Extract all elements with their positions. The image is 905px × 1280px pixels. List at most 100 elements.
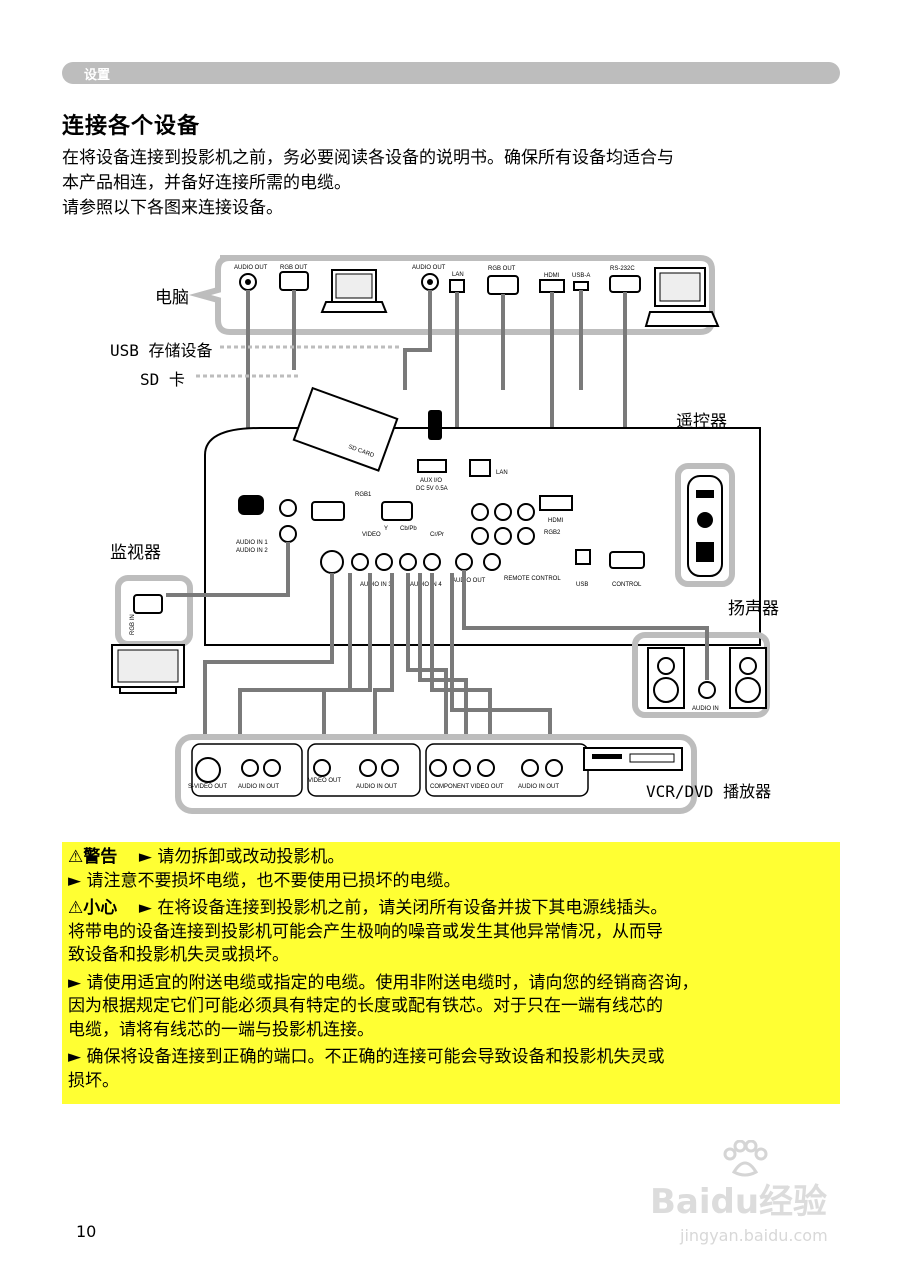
caution-text: ► 在将设备连接到投影机之前，请关闭所有设备并拔下其电源线插头。	[138, 898, 668, 918]
port-label: AUDIO OUT	[412, 265, 446, 271]
connection-diagram: AUDIO OUT RGB OUT AUDIO OUT LAN RGB OUT …	[100, 250, 860, 820]
cables-output	[166, 542, 709, 737]
port-label: VIDEO OUT	[308, 778, 341, 784]
port-label: AUDIO IN	[692, 706, 719, 712]
port-control	[609, 551, 645, 569]
warning-line: ⚠警告 ► 请勿拆卸或改动投影机。	[68, 846, 834, 870]
port-label: RGB2	[544, 530, 561, 536]
caution-title: ⚠小心	[68, 898, 118, 918]
intro-line: 在将设备连接到投影机之前，务必要阅读各设备的说明书。确保所有设备均适合与	[62, 148, 674, 168]
port-label: USB-A	[572, 273, 590, 279]
port-label: AUDIO OUT	[234, 265, 268, 271]
port-rgb1	[311, 501, 345, 521]
dashed-leaders	[196, 345, 400, 378]
page-number: 10	[76, 1222, 97, 1241]
computer-port-usb-a	[573, 281, 589, 291]
computer-port-audio-out-2	[421, 273, 439, 291]
caution-line: ► 确保将设备连接到正确的端口。不正确的连接可能会导致设备和投影机失灵或	[68, 1047, 665, 1067]
port-usb-projector	[575, 549, 591, 565]
watermark-logo: Baidu经验	[650, 1182, 828, 1222]
label-monitor: 监视器	[110, 543, 161, 563]
caution-line: 损坏。	[68, 1070, 119, 1091]
port-label: HDMI	[548, 518, 564, 524]
port-label: AUDIO IN 4	[410, 582, 442, 588]
speaker-icon	[647, 647, 767, 709]
watermark-url: jingyan.baidu.com	[680, 1226, 828, 1245]
computer-port-audio-out-1	[239, 273, 257, 291]
port-label: AUDIO OUT	[452, 578, 486, 584]
port-label: S-VIDEO OUT	[188, 784, 227, 790]
port-label: RGB1	[355, 492, 372, 498]
label-remote: 遥控器	[676, 412, 727, 432]
section-label: 设置	[84, 68, 111, 83]
intro-line: 本产品相连，并备好连接所需的电缆。	[62, 173, 351, 193]
port-label: Cr/Pr	[430, 532, 444, 538]
port-label: RS-232C	[610, 266, 635, 272]
port-rgb-in	[133, 594, 163, 614]
computer-group-outline	[188, 255, 715, 335]
computer-port-rs232c	[609, 275, 641, 293]
caution-line: 因为根据规定它们可能必须具有特定的长度或配有铁芯。对于只在一端有线芯的	[68, 996, 663, 1016]
port-label: AUDIO IN OUT	[518, 784, 559, 790]
port-aux-io	[417, 459, 447, 473]
port-label: USB	[576, 582, 588, 588]
port-label: DC 5V 0.5A	[416, 486, 448, 492]
port-lan-projector	[469, 459, 491, 477]
label-computer: 电脑	[155, 288, 189, 308]
label-sd-card: SD 卡	[140, 370, 185, 389]
dvd-player-icon	[583, 747, 683, 771]
port-label: AUX I/O	[420, 478, 442, 484]
watermark: Baidu经验 jingyan.baidu.com	[640, 1140, 860, 1260]
warning-text: ► 请勿拆卸或改动投影机。	[138, 847, 345, 867]
section-bar: 设置	[62, 62, 840, 84]
computer-port-rgb-out-2	[487, 275, 519, 295]
caution-line: 电缆，请将有线芯的一端与投影机连接。	[68, 1019, 374, 1040]
connection-diagram-svg: AUDIO OUT RGB OUT AUDIO OUT LAN RGB OUT …	[111, 255, 770, 814]
caution-line: ⚠小心 ► 在将设备连接到投影机之前，请关闭所有设备并拔下其电源线插头。	[68, 897, 834, 921]
port-label: REMOTE CONTROL	[504, 576, 561, 582]
usb-stick-icon	[428, 410, 442, 440]
sd-card-icon	[292, 386, 399, 472]
port-label: AUDIO IN OUT	[356, 784, 397, 790]
laptop-icon	[320, 269, 388, 313]
label-usb-storage: USB 存储设备	[110, 341, 213, 360]
intro-line: 请参照以下各图来连接设备。	[62, 198, 283, 218]
caution-line: ► 请使用适宜的附送电缆或指定的电缆。使用非附送电缆时，请向您的经销商咨询，	[68, 972, 699, 993]
port-rgb2-left	[381, 501, 413, 521]
projector-foot	[238, 495, 264, 515]
projector-audio-jacks	[279, 499, 535, 574]
remote-control-icon	[687, 475, 723, 577]
av-output-jacks	[195, 757, 563, 783]
av-output-panel	[175, 734, 697, 814]
label-vcr-dvd: VCR/DVD 播放器	[646, 782, 772, 801]
port-label: VIDEO	[362, 532, 381, 538]
label-speaker: 扬声器	[728, 599, 779, 619]
port-hdmi-projector	[539, 495, 573, 511]
computer-port-lan	[449, 279, 465, 293]
remote-group-outline	[675, 463, 735, 587]
intro-paragraph: 在将设备连接到投影机之前，务必要阅读各设备的说明书。确保所有设备均适合与 本产品…	[62, 146, 852, 221]
caution-line: 致设备和投影机失灵或损坏。	[68, 945, 289, 965]
port-label: RGB OUT	[280, 265, 308, 271]
desktop-pc-icon	[644, 267, 720, 327]
port-label: Y	[384, 526, 388, 532]
port-label: AUDIO IN 1	[236, 540, 268, 546]
port-label: COMPONENT VIDEO OUT	[430, 784, 504, 790]
computer-port-hdmi	[539, 279, 565, 293]
port-label: AUDIO IN 2	[236, 548, 268, 554]
warning-box: ⚠警告 ► 请勿拆卸或改动投影机。 ► 请注意不要损坏电缆，也不要使用已损坏的电…	[62, 842, 840, 1104]
port-label: RGB OUT	[488, 266, 516, 272]
port-label: RGB IN	[130, 614, 136, 635]
page-title: 连接各个设备	[62, 114, 201, 139]
paw-icon	[723, 1140, 768, 1177]
computer-port-rgb-out-1	[279, 271, 309, 291]
warning-line: ► 请注意不要损坏电缆，也不要使用已损坏的电缆。	[68, 870, 461, 891]
caution-line: 将带电的设备连接到投影机可能会产生极响的噪音或发生其他异常情况，从而导	[68, 921, 663, 942]
port-label: LAN	[452, 272, 464, 278]
monitor-icon	[111, 644, 185, 694]
port-label: HDMI	[544, 273, 560, 279]
warning-title: ⚠警告	[68, 847, 118, 867]
port-label: Cb/Pb	[400, 526, 417, 532]
port-label: AUDIO IN OUT	[238, 784, 279, 790]
port-label: AUDIO IN 3	[360, 582, 392, 588]
